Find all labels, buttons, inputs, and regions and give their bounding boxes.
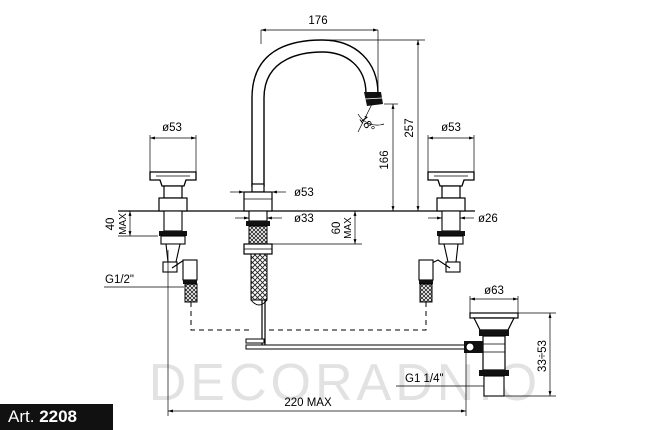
dim-shank-max-label: MAX (343, 217, 354, 239)
dim-handle-hole-diameter: ø26 (478, 213, 498, 225)
left-inlet-fitting (182, 259, 198, 281)
article-number: 2208 (39, 407, 78, 426)
left-inlet-hose (184, 283, 198, 303)
dim-total-height: 257 (404, 118, 416, 137)
left-handle-base (158, 197, 188, 212)
article-prefix: Art. (8, 407, 35, 426)
dim-deck-thickness: 40 (105, 218, 117, 231)
dim-spout-hole-diameter: ø33 (294, 213, 314, 225)
left-cross-handle (149, 171, 197, 187)
pop-up-waste-assembly (245, 312, 519, 397)
article-badge: Art. 2208 (0, 404, 113, 430)
dim-left-handle-diameter: ø53 (162, 122, 182, 134)
spout-body (251, 183, 265, 193)
spout-threaded-rod (250, 253, 268, 301)
watermark-text: DECORADNIO (149, 354, 541, 412)
dim-spout-shank: 60 (331, 222, 343, 235)
dimension-lines (104, 28, 556, 416)
waste-body (482, 335, 506, 371)
dim-spout-height: 166 (379, 150, 391, 169)
dim-inlet-thread: G1/2" (105, 274, 134, 286)
right-inlet-fitting (418, 259, 434, 281)
spout-base (243, 191, 273, 212)
dim-spout-base-diameter: ø53 (294, 187, 314, 199)
supply-pipes (190, 302, 427, 331)
spout-gooseneck (251, 39, 379, 187)
dim-waste-thread: G1 1/4" (405, 373, 444, 385)
waste-plug (469, 312, 519, 319)
right-cross-handle (427, 171, 475, 187)
right-inlet-hose (419, 283, 433, 303)
dim-deck-max-label: MAX (118, 213, 129, 235)
dim-overall-spacing: 220 MAX (284, 397, 332, 409)
pop-up-rod (245, 344, 467, 350)
dim-right-handle-diameter: ø53 (441, 122, 461, 134)
left-handle-assembly (149, 171, 198, 303)
spout-shank (248, 210, 268, 222)
right-handle-assembly (418, 171, 475, 303)
dim-waste-height: 33÷53 (537, 340, 549, 372)
right-handle-base (436, 197, 466, 212)
dim-spout-reach: 176 (308, 15, 327, 27)
dim-waste-diameter: ø63 (484, 285, 504, 297)
